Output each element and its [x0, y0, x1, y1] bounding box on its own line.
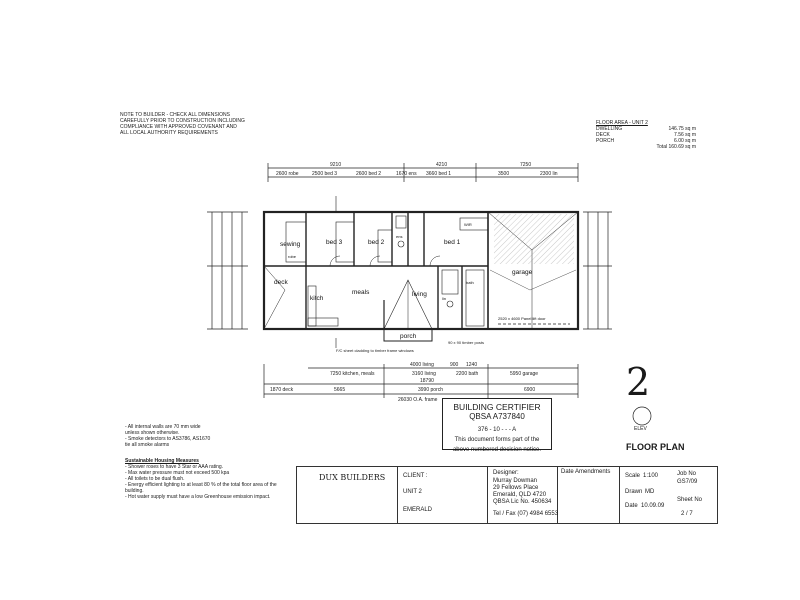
- scale-label: Scale: [625, 473, 641, 479]
- dim-text: 3160 living: [412, 371, 436, 377]
- room-label: living: [412, 291, 427, 298]
- sustainable-item: - All toilets to be dual flush.: [125, 476, 185, 482]
- location: EMERALD: [403, 507, 433, 513]
- handwritten-sheet-number: 2: [626, 360, 651, 404]
- date-col-label: Date: [561, 469, 574, 475]
- floor-area-heading: FLOOR AREA - UNIT 2: [596, 120, 648, 126]
- sheet-label: Sheet No: [677, 497, 703, 503]
- drawn-value: MD: [645, 489, 655, 495]
- date-label: Date: [625, 503, 638, 509]
- title-block: DUX BUILDERS CLIENT : UNIT 2 EMERALD Des…: [296, 466, 718, 524]
- room-label: robe: [288, 254, 297, 259]
- stamp-qbsa: QBSA A737840: [469, 412, 525, 421]
- dim-text: 3500: [498, 171, 509, 177]
- designer-line: Tel / Fax (07) 4984 6553: [493, 511, 559, 517]
- dim-text: 6900: [524, 387, 535, 393]
- area-total: Total 160.69 sq m: [656, 144, 696, 150]
- date-value: 10.09.09: [641, 503, 665, 509]
- job-value: GS7/09: [677, 479, 698, 485]
- sustainable-item: - Hot water supply must have a low Green…: [125, 494, 271, 500]
- designer-label: Designer:: [493, 470, 519, 476]
- company-name: DUX BUILDERS: [319, 473, 386, 482]
- room-label: bed 3: [326, 239, 343, 246]
- room-label: bath: [466, 280, 474, 285]
- dim-text: 9210: [330, 162, 341, 168]
- dim-text: 2500 bed 3: [312, 171, 337, 177]
- designer-line: QBSA Lic No. 450634: [493, 499, 552, 505]
- certifier-stamp: BUILDING CERTIFIER QBSA A737840 376 - 10…: [442, 398, 552, 453]
- dim-text: 1670 ens: [396, 171, 417, 177]
- sustainable-measures: Sustainable Housing Measures - Shower ro…: [125, 458, 295, 500]
- note-line: unless shown otherwise.: [125, 430, 180, 436]
- note-line: - All internal walls are 70 mm wide: [125, 424, 201, 430]
- dim-text: 4000 living: [410, 362, 434, 368]
- room-label: meals: [352, 289, 370, 296]
- dim-text: 2600 bed 2: [356, 171, 381, 177]
- dim-text: 4210: [436, 162, 447, 168]
- note-line: ALL LOCAL AUTHORITY REQUIREMENTS: [120, 130, 218, 136]
- room-label: bed 1: [444, 239, 461, 246]
- sustainable-item: - Max water pressure must not exceed 500…: [125, 470, 230, 476]
- sustainable-item: - Shower roses to have 3 Star or AAA rat…: [125, 464, 224, 470]
- stamp-line: This document forms part of the: [454, 437, 540, 443]
- dim-text: 900: [450, 362, 459, 368]
- stamp-line: above numbered decision notice.: [452, 447, 542, 453]
- elevation-marker: [632, 406, 652, 426]
- dim-text: 1240: [466, 362, 477, 368]
- designer-line: Murray Dowman: [493, 478, 538, 484]
- room-label: ens: [396, 234, 402, 239]
- drawn-label: Drawn: [625, 489, 643, 495]
- note-line: tie all smoke alarms: [125, 442, 170, 448]
- dim-text: 5950 garage: [510, 371, 538, 377]
- dim-text: 5665: [334, 387, 345, 393]
- designer-line: Emerald, QLD 4720: [493, 492, 547, 498]
- note-line: - Smoke detectors to AS3786, AS1670: [125, 436, 211, 442]
- note-line: CAREFULLY PRIOR TO CONSTRUCTION INCLUDIN…: [120, 118, 245, 124]
- dim-text: 1870 deck: [270, 387, 294, 393]
- construction-notes: - All internal walls are 70 mm wide unle…: [125, 424, 285, 448]
- scale-value: 1:100: [643, 473, 659, 479]
- dim-text: 3990 porch: [418, 387, 443, 393]
- amendments-label: Amendments: [575, 469, 611, 475]
- dim-text: 18790: [420, 378, 434, 384]
- room-label: kitch: [310, 295, 324, 302]
- designer-line: 29 Fellows Place: [493, 485, 539, 491]
- room-label: sewing: [280, 241, 301, 248]
- garage-door-label: 2520 x 4600 Panel lift door: [498, 316, 546, 321]
- dim-text: 26030 O.A. frame: [398, 397, 438, 403]
- dim-text: 2600 robe: [276, 171, 299, 177]
- stamp-ref: 376 - 10 - - - A: [477, 427, 517, 433]
- unit-name: UNIT 2: [403, 489, 422, 495]
- room-label: porch: [400, 333, 417, 340]
- dim-text: 2200 bath: [456, 371, 478, 377]
- plan-note: 90 x 90 timber posts: [448, 340, 484, 345]
- room-label: garage: [512, 269, 533, 276]
- note-line: NOTE TO BUILDER - CHECK ALL DIMENSIONS: [120, 112, 230, 118]
- builder-notes: NOTE TO BUILDER - CHECK ALL DIMENSIONS C…: [120, 112, 310, 136]
- room-label: deck: [274, 279, 288, 286]
- room-label: lin: [442, 296, 446, 301]
- sheet-value: 2 / 7: [681, 511, 693, 517]
- job-label: Job No: [677, 471, 697, 477]
- dim-text: 7250: [520, 162, 531, 168]
- dim-text: 2300 lin: [540, 171, 558, 177]
- note-line: COMPLIANCE WITH APPROVED COVENANT AND: [120, 124, 237, 130]
- sustainable-heading: Sustainable Housing Measures: [125, 458, 199, 464]
- sustainable-item: - Energy efficient lighting to at least …: [125, 482, 277, 494]
- drawing-title: FLOOR PLAN: [626, 442, 685, 452]
- client-label: CLIENT :: [403, 473, 428, 479]
- room-label: WIR: [464, 222, 472, 227]
- stamp-title: BUILDING CERTIFIER: [453, 402, 541, 412]
- dim-text: 3660 bed 1: [426, 171, 451, 177]
- elev-label: ELEV: [634, 426, 647, 432]
- plan-note: F/C sheet cladding to timber frame windo…: [336, 348, 414, 353]
- room-label: bed 2: [368, 239, 385, 246]
- dim-text: 7250 kitchen, meals: [330, 371, 375, 377]
